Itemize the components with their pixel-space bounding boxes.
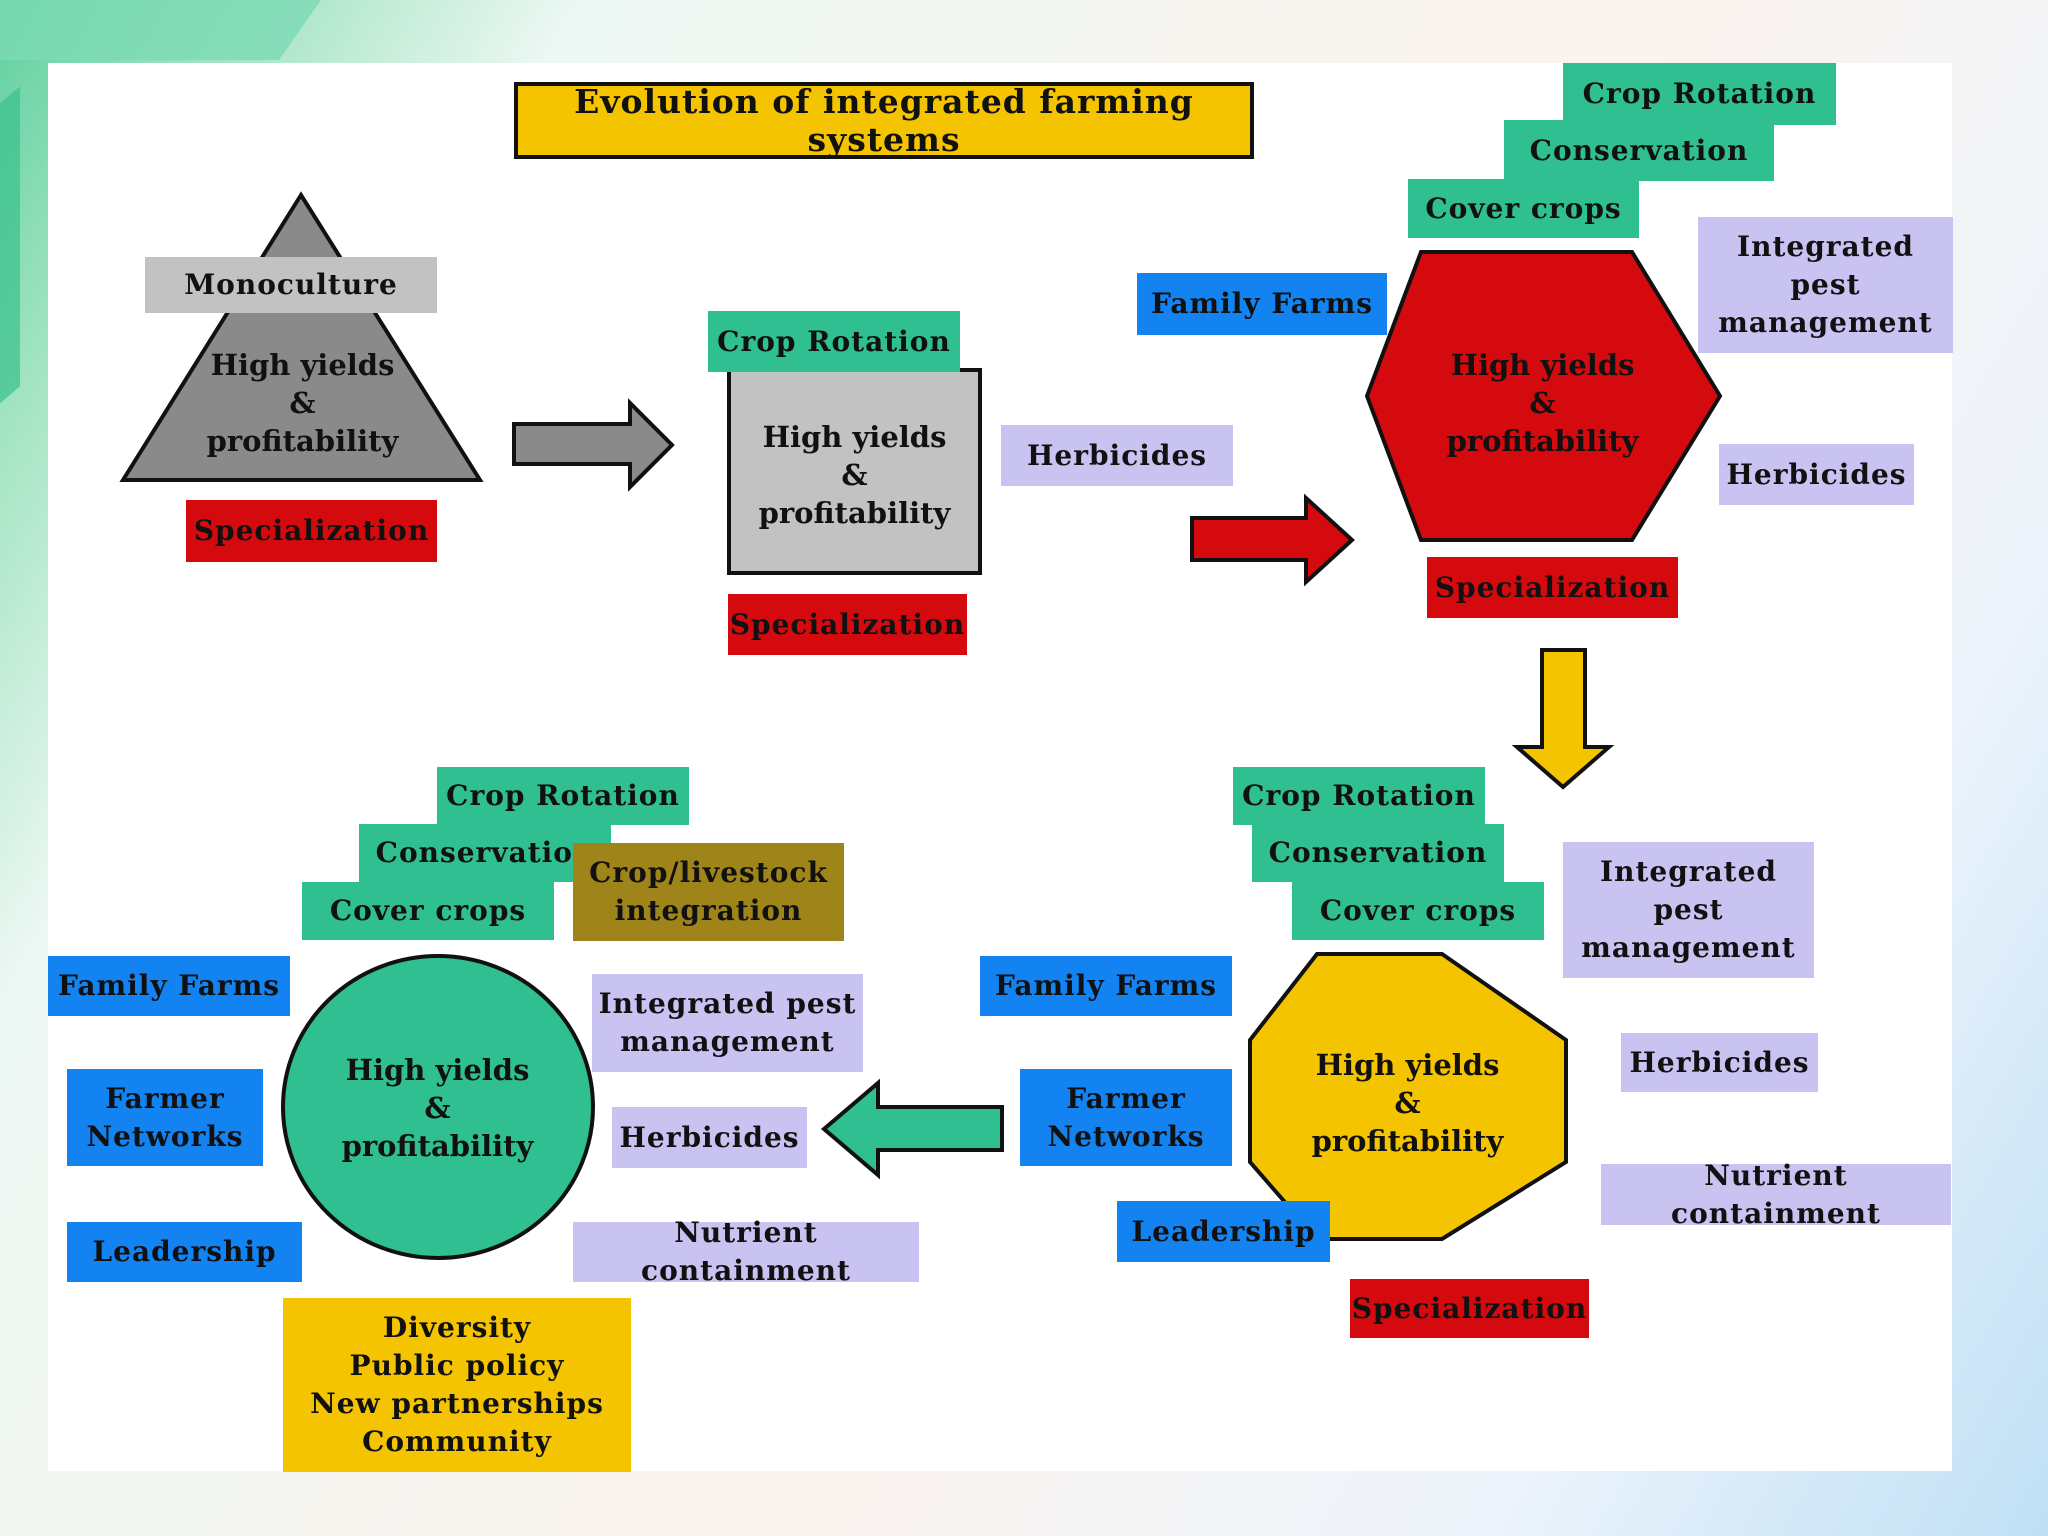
stage5-diversity-label: Diversity Public policy New partnerships… <box>283 1298 631 1472</box>
stage3-core-text: High yields & profitability <box>1446 347 1639 458</box>
decorative-stripe <box>0 0 322 60</box>
stage3-specialization-label: Specialization <box>1427 557 1678 618</box>
diagram-title: Evolution of integrated farming systems <box>514 82 1254 159</box>
stage5-conservation-label: Conservation <box>359 824 611 882</box>
stage1-core-text: High yields & profitability <box>206 347 399 458</box>
stage4-nutrient-containment-label: Nutrient containment <box>1601 1159 1951 1230</box>
stage3-ipm-label: Integrated pest management <box>1698 217 1953 353</box>
stage2-specialization-label: Specialization <box>728 594 967 655</box>
stage4-herbicides-label: Herbicides <box>1621 1033 1818 1092</box>
stage3-family-farms-label: Family Farms <box>1137 273 1387 335</box>
stage2-crop-rotation-label: Crop Rotation <box>708 311 960 372</box>
stage2-square <box>727 368 982 575</box>
stage2-core-text: High yields & profitability <box>758 420 951 530</box>
stage4-cover-crops-label: Cover crops <box>1292 882 1544 940</box>
stage3-cover-crops-label: Cover crops <box>1408 179 1639 238</box>
stage4-farmer-networks-label: Farmer Networks <box>1020 1069 1232 1166</box>
stage5-farmer-networks-label: Farmer Networks <box>67 1069 263 1166</box>
stage5-ipm-label: Integrated pest management <box>592 974 863 1072</box>
stage4-core-text: High yields & profitability <box>1311 1047 1504 1158</box>
decorative-stripe <box>0 86 20 454</box>
stage5-family-farms-label: Family Farms <box>48 956 290 1016</box>
stage3-conservation-label: Conservation <box>1504 120 1774 181</box>
stage5-cover-crops-label: Cover crops <box>302 882 554 940</box>
stage5-crop-rotation-label: Crop Rotation <box>437 767 689 825</box>
stage5-herbicides-label: Herbicides <box>612 1107 807 1168</box>
stage1-monoculture-label: Monoculture <box>145 257 437 313</box>
stage4-conservation-label: Conservation <box>1252 824 1504 882</box>
stage5-crop-livestock-label: Crop/livestock integration <box>573 843 844 941</box>
stage2-herbicides-label: Herbicides <box>1001 425 1233 486</box>
stage4-crop-rotation-label: Crop Rotation <box>1233 767 1485 825</box>
stage5-core-text: High yields & profitability <box>341 1052 534 1163</box>
stage4-family-farms-label: Family Farms <box>980 956 1232 1016</box>
stage5-nutrient-containment-label: Nutrient containment <box>573 1216 919 1287</box>
stage4-ipm-label: Integrated pest management <box>1563 842 1814 978</box>
stage3-crop-rotation-label: Crop Rotation <box>1563 63 1836 125</box>
stage4-specialization-label: Specialization <box>1350 1279 1589 1338</box>
stage1-specialization-label: Specialization <box>186 500 437 562</box>
stage4-leadership-label: Leadership <box>1117 1201 1330 1262</box>
stage5-leadership-label: Leadership <box>67 1222 302 1282</box>
stage3-herbicides-label: Herbicides <box>1719 444 1914 505</box>
